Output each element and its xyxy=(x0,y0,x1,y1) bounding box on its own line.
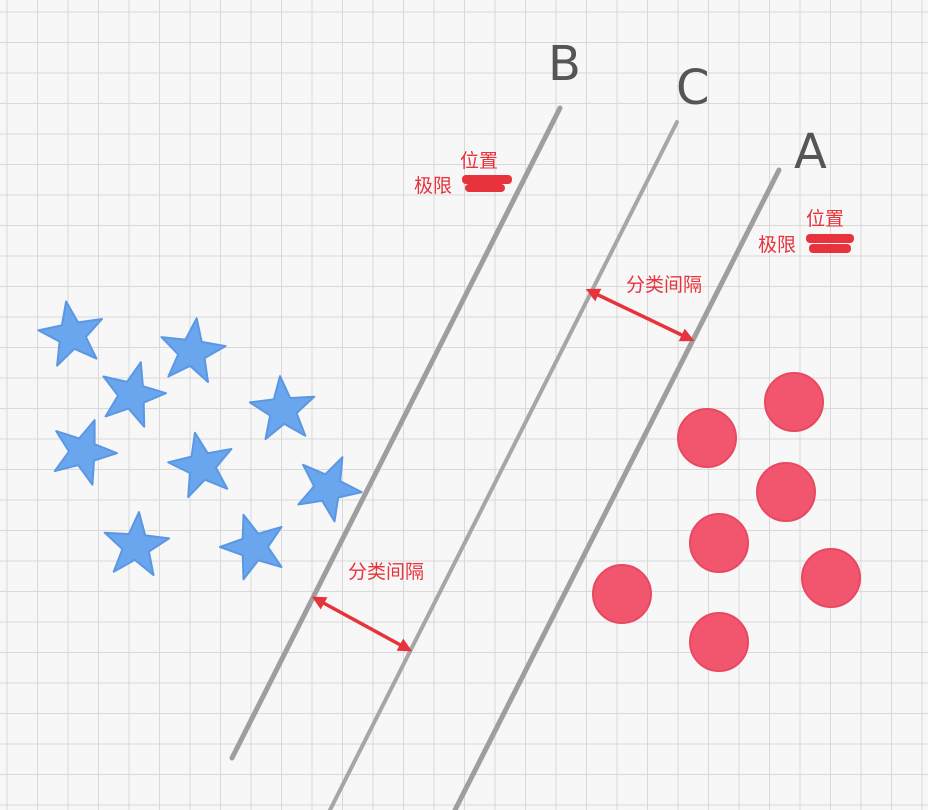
lower-margin-label: 分类间隔 xyxy=(348,561,424,583)
star-point xyxy=(248,375,316,441)
circle-point xyxy=(689,513,749,573)
line-a-label: A xyxy=(794,124,827,180)
circle-point xyxy=(592,564,652,624)
separating-lines xyxy=(229,105,782,810)
star-point xyxy=(53,419,118,486)
a-limit-note: 极限 xyxy=(758,234,796,256)
a-position-note: 位置 xyxy=(806,208,844,230)
line-b-label: B xyxy=(548,36,581,92)
circle-point xyxy=(801,548,861,608)
line-a xyxy=(452,167,782,810)
a-scribble-mark xyxy=(806,234,854,253)
star-point xyxy=(297,456,363,523)
star-point xyxy=(219,513,283,581)
star-point xyxy=(37,300,103,367)
star-point xyxy=(103,511,171,577)
circle-point xyxy=(756,462,816,522)
star-class-group xyxy=(37,300,363,581)
upper-margin-label: 分类间隔 xyxy=(626,274,702,296)
circle-point xyxy=(764,372,824,432)
line-b xyxy=(229,105,563,761)
lower-margin-arrow xyxy=(311,596,413,652)
star-point xyxy=(160,317,227,383)
star-point xyxy=(167,431,233,499)
circle-class-group xyxy=(592,372,861,672)
b-scribble-mark xyxy=(462,175,512,192)
upper-margin-arrow xyxy=(585,288,695,342)
line-c xyxy=(328,120,679,810)
b-position-note: 位置 xyxy=(460,150,498,172)
line-c-label: C xyxy=(676,60,710,116)
b-limit-note: 极限 xyxy=(414,175,452,197)
circle-point xyxy=(677,408,737,468)
circle-point xyxy=(689,612,749,672)
star-point xyxy=(102,361,167,428)
